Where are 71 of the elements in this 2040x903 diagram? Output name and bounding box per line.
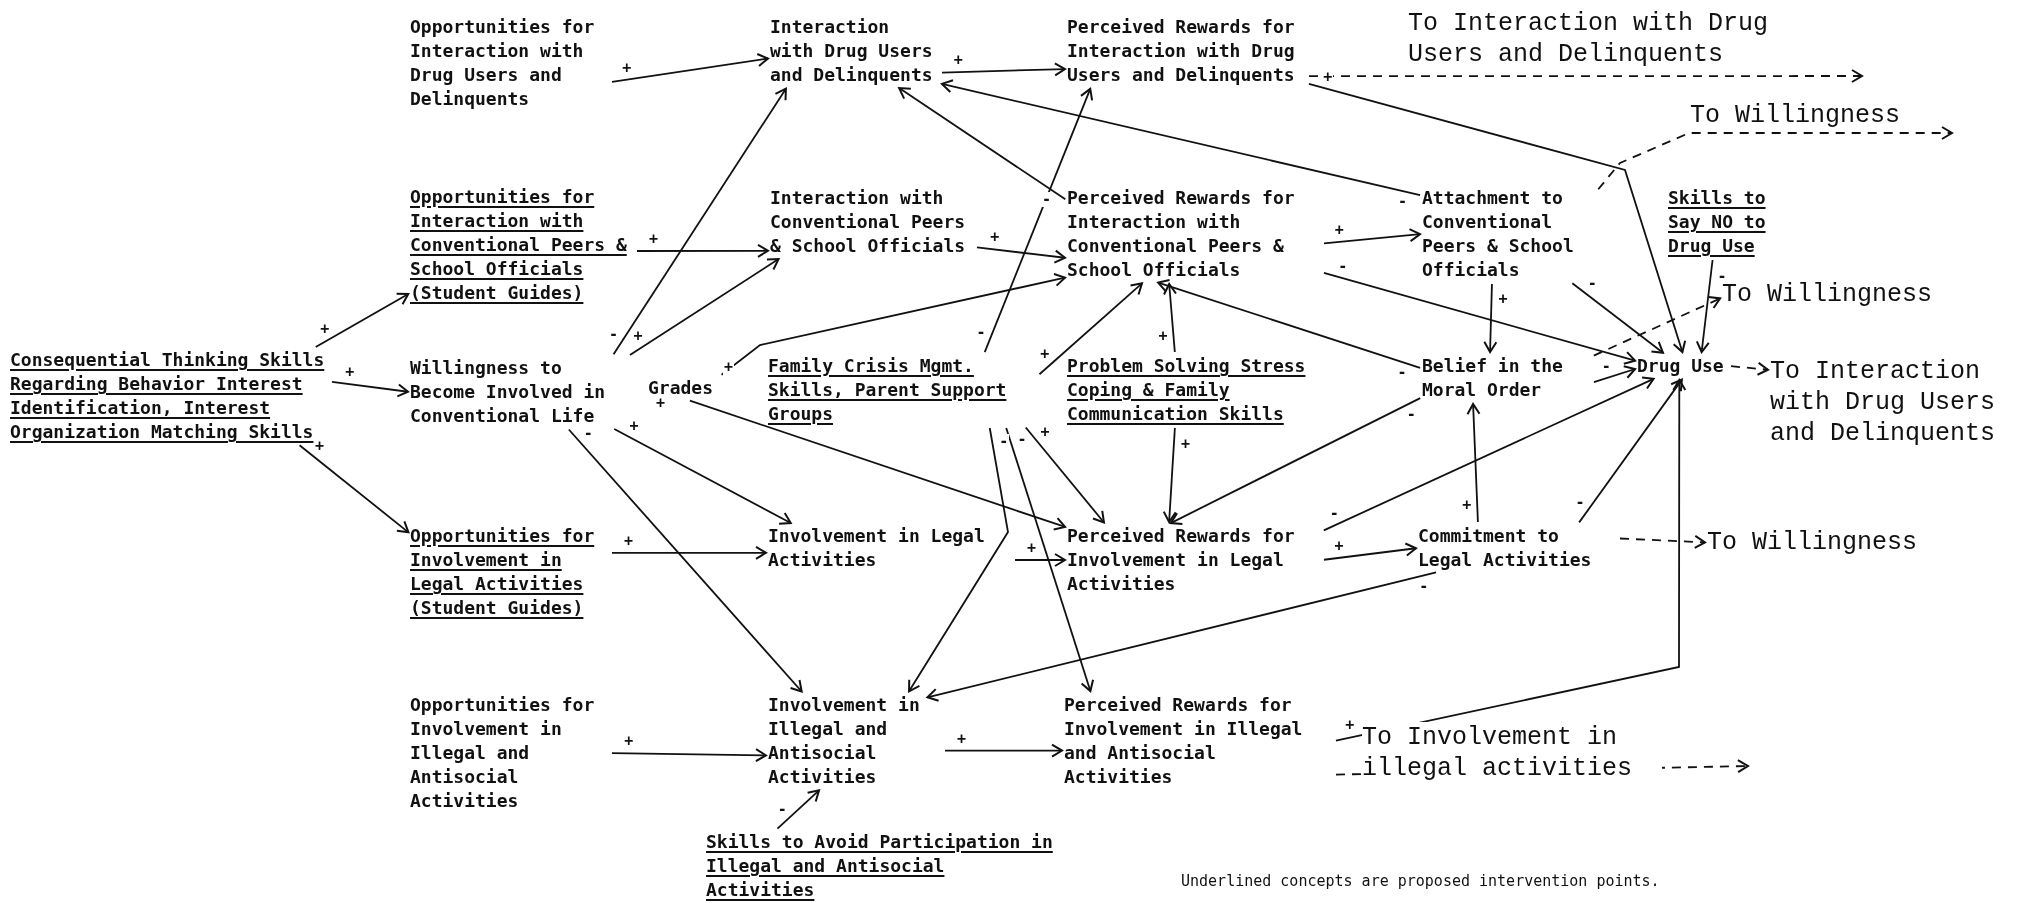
concept-text: Drug Use bbox=[1637, 354, 1729, 378]
arrow bbox=[1571, 282, 1664, 354]
arrow bbox=[720, 272, 1067, 376]
arrow bbox=[976, 246, 1066, 264]
concept-text: Interaction with Conventional Peers & School Officials bbox=[770, 186, 975, 258]
arrow bbox=[776, 789, 821, 830]
arrow bbox=[1335, 379, 1687, 742]
arrow bbox=[1308, 83, 1687, 354]
arrow bbox=[1322, 376, 1655, 532]
arrow bbox=[940, 79, 1421, 197]
concept-text: Opportunities for Interaction with Drug Users and Delinquents bbox=[410, 15, 610, 111]
arrow bbox=[636, 243, 769, 258]
arrow bbox=[1157, 279, 1421, 369]
arrow bbox=[926, 571, 1437, 702]
sign-label: - bbox=[1040, 191, 1052, 207]
dashed-arrow bbox=[1308, 69, 1863, 83]
arrow bbox=[1024, 426, 1105, 524]
arrow bbox=[1695, 259, 1714, 353]
intervention-concept: Opportunities for Involvement in Legal Activities (Student Guides) bbox=[410, 524, 610, 620]
footnote: Underlined concepts are proposed intervention points. bbox=[1181, 872, 1660, 890]
concept-text: Involvement in Legal Activities bbox=[768, 524, 1013, 572]
arrow bbox=[1038, 282, 1143, 376]
arrow bbox=[613, 428, 792, 525]
arrow bbox=[611, 545, 767, 560]
arrow bbox=[941, 62, 1066, 77]
arrow bbox=[567, 428, 803, 693]
concept-text: Commitment to Legal Activities bbox=[1418, 524, 1618, 572]
arrow bbox=[1169, 397, 1422, 525]
arrow bbox=[611, 748, 767, 763]
concept-text: Perceived Rewards for Interaction with Drug Users and Delinquents bbox=[1067, 15, 1307, 87]
arrow bbox=[944, 743, 1063, 758]
intervention-concept: Skills to Avoid Participation in Illegal and Antisocial Activities bbox=[706, 830, 1056, 902]
arrow bbox=[898, 87, 1067, 201]
intervention-concept: Skills to Say NO to Drug Use bbox=[1668, 186, 1780, 258]
concept-text: Perceived Rewards for Involvement in Legal Activities bbox=[1067, 524, 1322, 596]
concept-text: Perceived Rewards for Involvement in Illegal and Antisocial Activities bbox=[1064, 693, 1334, 789]
arrow bbox=[1323, 272, 1637, 365]
destination-text: To Willingness bbox=[1707, 527, 1947, 558]
arrow bbox=[629, 258, 780, 356]
dashed-arrow bbox=[1592, 296, 1722, 357]
arrow bbox=[908, 427, 1009, 693]
arrow bbox=[611, 53, 769, 83]
arrow bbox=[1483, 283, 1498, 353]
arrow bbox=[1014, 553, 1066, 567]
intervention-concept: Family Crisis Mgmt. Skills, Parent Support Groups bbox=[768, 354, 1038, 426]
sign-label: + bbox=[723, 360, 735, 375]
arrow bbox=[1323, 228, 1421, 245]
dashed-arrow bbox=[1597, 126, 1953, 191]
arrow bbox=[1593, 365, 1637, 384]
concept-text: Belief in the Moral Order bbox=[1422, 354, 1592, 402]
arrow bbox=[1466, 403, 1481, 523]
arrow bbox=[298, 444, 410, 534]
destination-text: To Interaction with Drug Users and Delinquents bbox=[1770, 356, 2035, 449]
arrow bbox=[1163, 283, 1177, 353]
dashed-arrow bbox=[1730, 361, 1769, 376]
intervention-concept: Problem Solving Stress Coping & Family Communication Skills bbox=[1067, 354, 1337, 426]
arrow bbox=[1005, 427, 1095, 693]
concept-text: Involvement in Illegal and Antisocial Activities bbox=[768, 693, 943, 789]
dashed-arrow bbox=[1619, 534, 1706, 549]
arrow bbox=[331, 380, 409, 398]
intervention-concept: Opportunities for Interaction with Conventional Peers & School Officials (Student Guides) bbox=[410, 185, 635, 305]
arrow bbox=[1162, 427, 1177, 523]
arrow bbox=[689, 399, 1067, 531]
concept-text: Perceived Rewards for Interaction with Conventional Peers & School Officials bbox=[1067, 186, 1322, 282]
concept-text: Interaction with Drug Users and Delinquents bbox=[770, 15, 940, 87]
arrow bbox=[314, 292, 410, 348]
arrow bbox=[1323, 542, 1417, 561]
arrow bbox=[1578, 378, 1683, 524]
concept-text: Opportunities for Involvement in Illegal and Antisocial Activities bbox=[410, 693, 610, 813]
arrow bbox=[983, 87, 1094, 354]
arrow bbox=[612, 87, 787, 356]
